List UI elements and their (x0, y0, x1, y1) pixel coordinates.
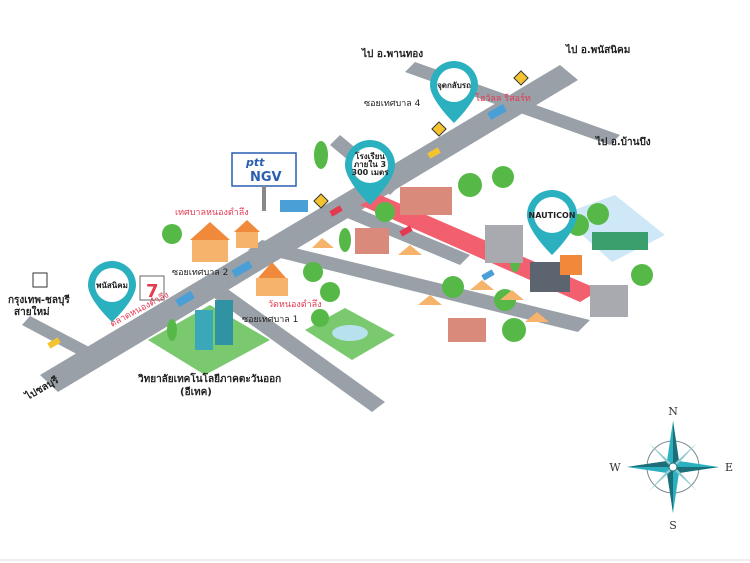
bus (487, 104, 507, 120)
bus (231, 260, 253, 278)
pin-phanatnikhom[interactable]: พนัสนิคม (88, 261, 136, 322)
compass-n: N (668, 405, 678, 418)
pin-label: จุดกลับรถ (437, 81, 471, 91)
tree (442, 276, 464, 298)
vehicles (47, 104, 507, 349)
college-building (195, 310, 213, 350)
tree (311, 309, 329, 327)
house-roof (312, 238, 334, 248)
factory-tanks (592, 232, 648, 250)
pin-label: 300 เมตร (352, 168, 390, 177)
house-roof (398, 245, 422, 255)
compass-w: W (609, 461, 621, 474)
car (329, 205, 343, 217)
pin-label: โรงเรียน (354, 151, 385, 161)
brick-building (400, 187, 452, 215)
tree (167, 319, 177, 341)
brick-building (355, 228, 389, 254)
car (399, 225, 413, 237)
label-college: วิทยาลัยเทคโนโลยีภาคตะวันออก (138, 372, 282, 385)
label-bkk-road: กรุงเทพ-ชลบุรี (8, 294, 70, 306)
label-soi1: ซอยเทศบาล 1 (242, 315, 298, 325)
road-bkk (22, 316, 95, 360)
pin-label: NAUTICON (529, 211, 576, 220)
label-college-2: (อีเทค) (180, 386, 212, 398)
label-bkk-road-2: สายใหม่ (14, 305, 50, 318)
label-to-phanatnikhom: ไป อ.พนัสนิคม (565, 43, 630, 56)
pin-factory[interactable]: NAUTICON (527, 190, 577, 255)
car (47, 337, 61, 349)
label-to-banbueng: ไป อ.บ้านบึง (595, 135, 651, 148)
phone-icon (32, 272, 48, 288)
car (427, 147, 441, 159)
house-roof (525, 312, 549, 322)
house-roof (470, 280, 494, 290)
house (236, 232, 258, 248)
brick-building (448, 318, 486, 342)
house (192, 240, 228, 262)
factory-building-2 (560, 255, 582, 275)
gray-building (590, 285, 628, 317)
houses (190, 187, 648, 342)
college-building-2 (215, 300, 233, 345)
compass-e: E (725, 461, 733, 474)
label-intersection-note: โฮวัลล รีสอร์ท (475, 92, 531, 104)
tree (492, 166, 514, 188)
pin-label: พนัสนิคม (96, 281, 128, 290)
compass: N S E W (609, 405, 733, 532)
truck (175, 291, 195, 307)
label-temple: วัดหนองตำลึง (268, 299, 322, 310)
seven-eleven-logo: 7 (146, 281, 159, 302)
road-soi1 (210, 285, 385, 412)
temple (256, 262, 288, 296)
tree (320, 282, 340, 302)
tree (458, 173, 482, 197)
house-roof (500, 290, 524, 300)
pin-school[interactable]: โรงเรียน ภายใน 3 300 เมตร (345, 140, 395, 205)
main-road (40, 65, 578, 392)
pin-intersection[interactable]: จุดกลับรถ (430, 61, 478, 123)
park-pond (332, 325, 368, 341)
road-phanatnikhom (520, 75, 570, 110)
label-municipality: เทศบาลหนองตำลึง (175, 207, 249, 218)
tree (631, 264, 653, 286)
house-roof (418, 295, 442, 305)
label-soi2: ซอยเทศบาล 2 (172, 268, 228, 278)
tree (162, 224, 182, 244)
ngv-logo: NGV (250, 170, 282, 185)
seven-eleven: 7 (139, 275, 165, 302)
pin-label: ภายใน 3 (354, 159, 386, 169)
tree (375, 202, 395, 222)
tree (303, 262, 323, 282)
tree (587, 203, 609, 225)
house-roof (190, 222, 230, 240)
house-roof (234, 220, 260, 232)
tree (314, 141, 328, 169)
ptt-ngv-sign: ptt NGV (231, 152, 308, 212)
compass-s: S (669, 519, 677, 532)
ptt-logo: ptt (245, 156, 265, 169)
tree (502, 318, 526, 342)
road-signs (313, 70, 529, 209)
label-soi4: ซอยเทศบาล 4 (364, 99, 421, 109)
tree (339, 228, 351, 252)
car (481, 269, 495, 281)
label-to-phanthong: ไป อ.พานทอง (361, 47, 423, 60)
gray-building (485, 225, 523, 263)
roads (22, 62, 620, 412)
